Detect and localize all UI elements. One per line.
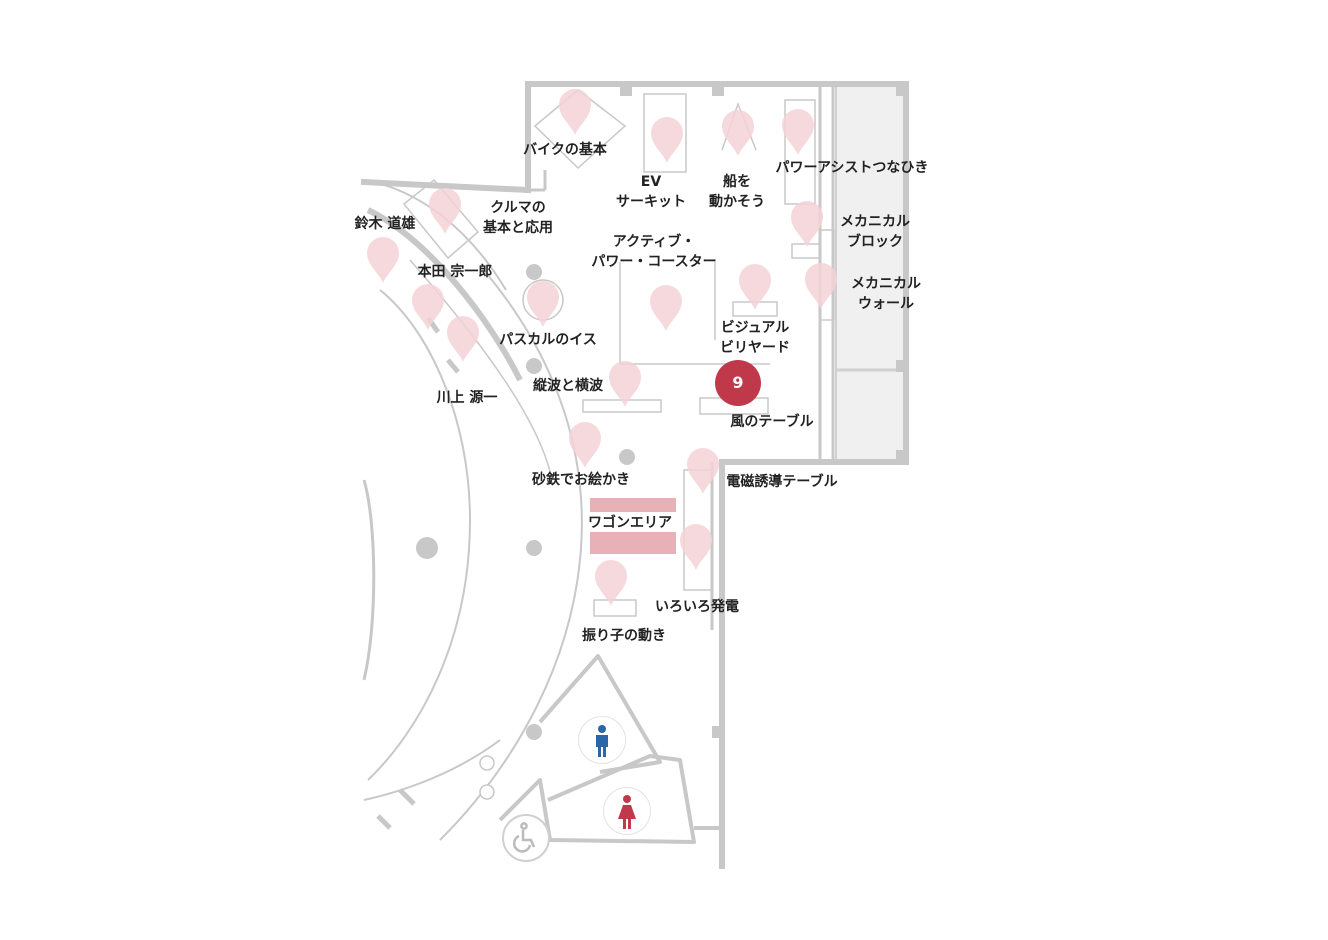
label-line: 川上 源一 [436, 390, 498, 406]
restroom-walls [498, 654, 722, 844]
label-line: 砂鉄でお絵かき [532, 472, 630, 488]
map-pin-icon[interactable] [527, 281, 559, 327]
map-pin-icon[interactable] [651, 117, 683, 163]
male-restroom[interactable] [578, 716, 626, 764]
label-line: パスカルのイス [499, 332, 597, 348]
label-line: メカニカル [851, 276, 921, 292]
map-pin-icon[interactable] [805, 263, 837, 309]
label-line: アクティブ・ [612, 234, 696, 250]
map-pin-icon[interactable] [447, 316, 479, 362]
label-line: ビリヤード [720, 340, 790, 356]
female-restroom[interactable] [603, 787, 651, 835]
label-power-assist-tug[interactable]: パワーアシストつなひき [776, 158, 929, 178]
label-pascal-chair[interactable]: パスカルのイス [499, 330, 597, 350]
accessible-restroom[interactable] [502, 814, 550, 862]
label-bike-basics[interactable]: バイクの基本 [523, 140, 607, 160]
wheelchair-icon [512, 822, 536, 853]
label-line: サーキット [616, 194, 686, 210]
label-line: 鈴木 道雄 [354, 216, 416, 232]
label-pendulum-motion[interactable]: 振り子の動き [582, 626, 666, 646]
label-suzuki-michio[interactable]: 鈴木 道雄 [355, 214, 416, 234]
label-wind-table[interactable]: 風のテーブル [730, 412, 813, 432]
label-visual-billiards[interactable]: ビジュアルビリヤード [720, 318, 790, 358]
label-line: EV [640, 174, 662, 190]
map-pin-icon[interactable] [595, 560, 627, 606]
map-pin-icon[interactable] [367, 237, 399, 283]
label-line: クルマの [490, 200, 546, 216]
small-posts [479, 755, 495, 800]
map-pin-icon[interactable] [412, 284, 444, 330]
label-mechanical-block[interactable]: メカニカルブロック [840, 212, 910, 252]
label-line: 本田 宗一郎 [417, 264, 493, 280]
label-longitudinal-transverse-waves[interactable]: 縦波と横波 [533, 376, 603, 396]
label-active-power-coaster[interactable]: アクティブ・パワー・コースター [591, 232, 716, 272]
male-restroom-icon [596, 725, 608, 757]
map-pin-icon[interactable] [569, 422, 601, 468]
label-move-boat[interactable]: 船を動かそう [709, 172, 765, 212]
map-pin-icon[interactable] [429, 188, 461, 234]
label-honda-soichiro[interactable]: 本田 宗一郎 [418, 262, 493, 282]
map-pin-icon[interactable] [722, 110, 754, 156]
storage-area [835, 85, 907, 461]
map-pin-icon[interactable] [559, 89, 591, 135]
label-kawakami-genichi[interactable]: 川上 源一 [437, 388, 498, 408]
label-mechanical-wall[interactable]: メカニカルウォール [851, 274, 921, 314]
columns [416, 264, 635, 740]
label-line: 風のテーブル [730, 414, 814, 430]
map-pin-icon[interactable] [739, 264, 771, 310]
outer-walls [360, 81, 909, 869]
map-pin-icon[interactable] [782, 109, 814, 155]
map-pin-icon[interactable] [687, 448, 719, 494]
label-line: 船を [723, 174, 751, 190]
map-pin-icon[interactable] [680, 524, 712, 570]
label-line: 動かそう [709, 194, 765, 210]
label-various-power-generation[interactable]: いろいろ発電 [655, 597, 739, 617]
label-line: メカニカル [840, 214, 910, 230]
label-line: いろいろ発電 [655, 599, 739, 615]
label-line: 縦波と横波 [533, 378, 603, 394]
map-pin-icon[interactable] [650, 285, 682, 331]
label-line: ビジュアル [720, 320, 790, 336]
label-line: 基本と応用 [483, 220, 553, 236]
map-pin-icon[interactable] [609, 361, 641, 407]
wall-posts [620, 84, 908, 738]
label-em-induction-table[interactable]: 電磁誘導テーブル [726, 472, 837, 492]
label-line: 電磁誘導テーブル [726, 474, 838, 490]
label-line: バイクの基本 [523, 142, 607, 158]
label-line: ブロック [847, 234, 903, 250]
label-iron-sand-drawing[interactable]: 砂鉄でお絵かき [532, 470, 630, 490]
label-line: 振り子の動き [582, 628, 666, 644]
label-ev-circuit[interactable]: EV サーキット [616, 172, 686, 212]
wagon-area-block [590, 498, 676, 554]
label-line: ウォール [858, 296, 914, 312]
map-pin-icon[interactable] [791, 201, 823, 247]
label-line: パワー・コースター [591, 254, 717, 270]
label-line: パワーアシストつなひき [775, 160, 929, 176]
current-spot-badge[interactable]: 9 [715, 360, 761, 406]
label-car-basics[interactable]: クルマの基本と応用 [483, 198, 553, 238]
female-restroom-icon [618, 795, 636, 829]
wagon-area-label: ワゴンエリア [588, 515, 672, 531]
